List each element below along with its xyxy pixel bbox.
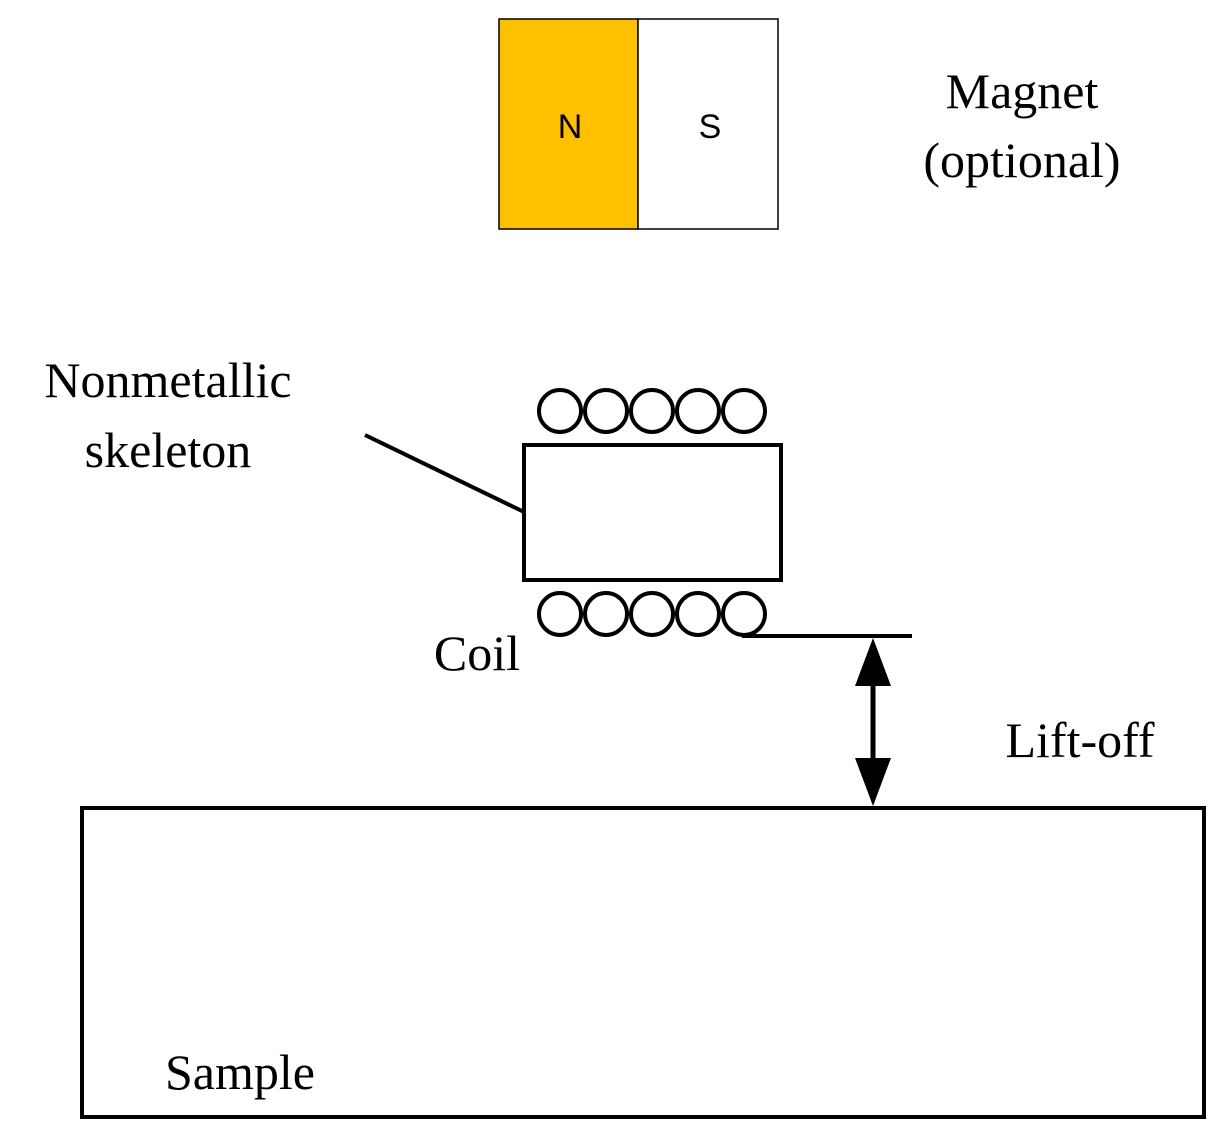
magnet-title-line2: (optional) xyxy=(923,132,1120,188)
coil-windings-bottom xyxy=(537,591,767,637)
coil-turn xyxy=(721,591,767,637)
liftoff-arrowhead-down xyxy=(855,758,891,806)
coil-turn xyxy=(629,388,675,434)
coil-turn xyxy=(675,591,721,637)
coil-turn xyxy=(629,591,675,637)
skeleton-label-line2: skeleton xyxy=(85,422,252,478)
magnet-north-label: N xyxy=(558,108,583,146)
liftoff-double-arrow xyxy=(855,638,891,806)
skeleton-leader-line xyxy=(364,433,525,514)
nonmetallic-skeleton xyxy=(522,443,783,582)
coil-turn xyxy=(537,388,583,434)
coil-turn xyxy=(721,388,767,434)
magnet-title-line1: Magnet xyxy=(946,63,1099,119)
coil-turn xyxy=(583,388,629,434)
coil-turn xyxy=(675,388,721,434)
coil-turn xyxy=(583,591,629,637)
coil-label: Coil xyxy=(434,625,520,681)
magnet: N S xyxy=(498,18,779,230)
skeleton-label-line1: Nonmetallic xyxy=(44,352,291,408)
liftoff-label: Lift-off xyxy=(1005,712,1154,768)
magnet-south-pole xyxy=(637,18,779,230)
coil-windings-top xyxy=(537,388,767,434)
liftoff-arrowhead-up xyxy=(855,638,891,686)
coil-turn xyxy=(537,591,583,637)
magnet-south-label: S xyxy=(699,108,722,146)
sample-block xyxy=(80,806,1206,1119)
magnet-north-pole xyxy=(498,18,639,230)
sample-label: Sample xyxy=(165,1044,315,1100)
